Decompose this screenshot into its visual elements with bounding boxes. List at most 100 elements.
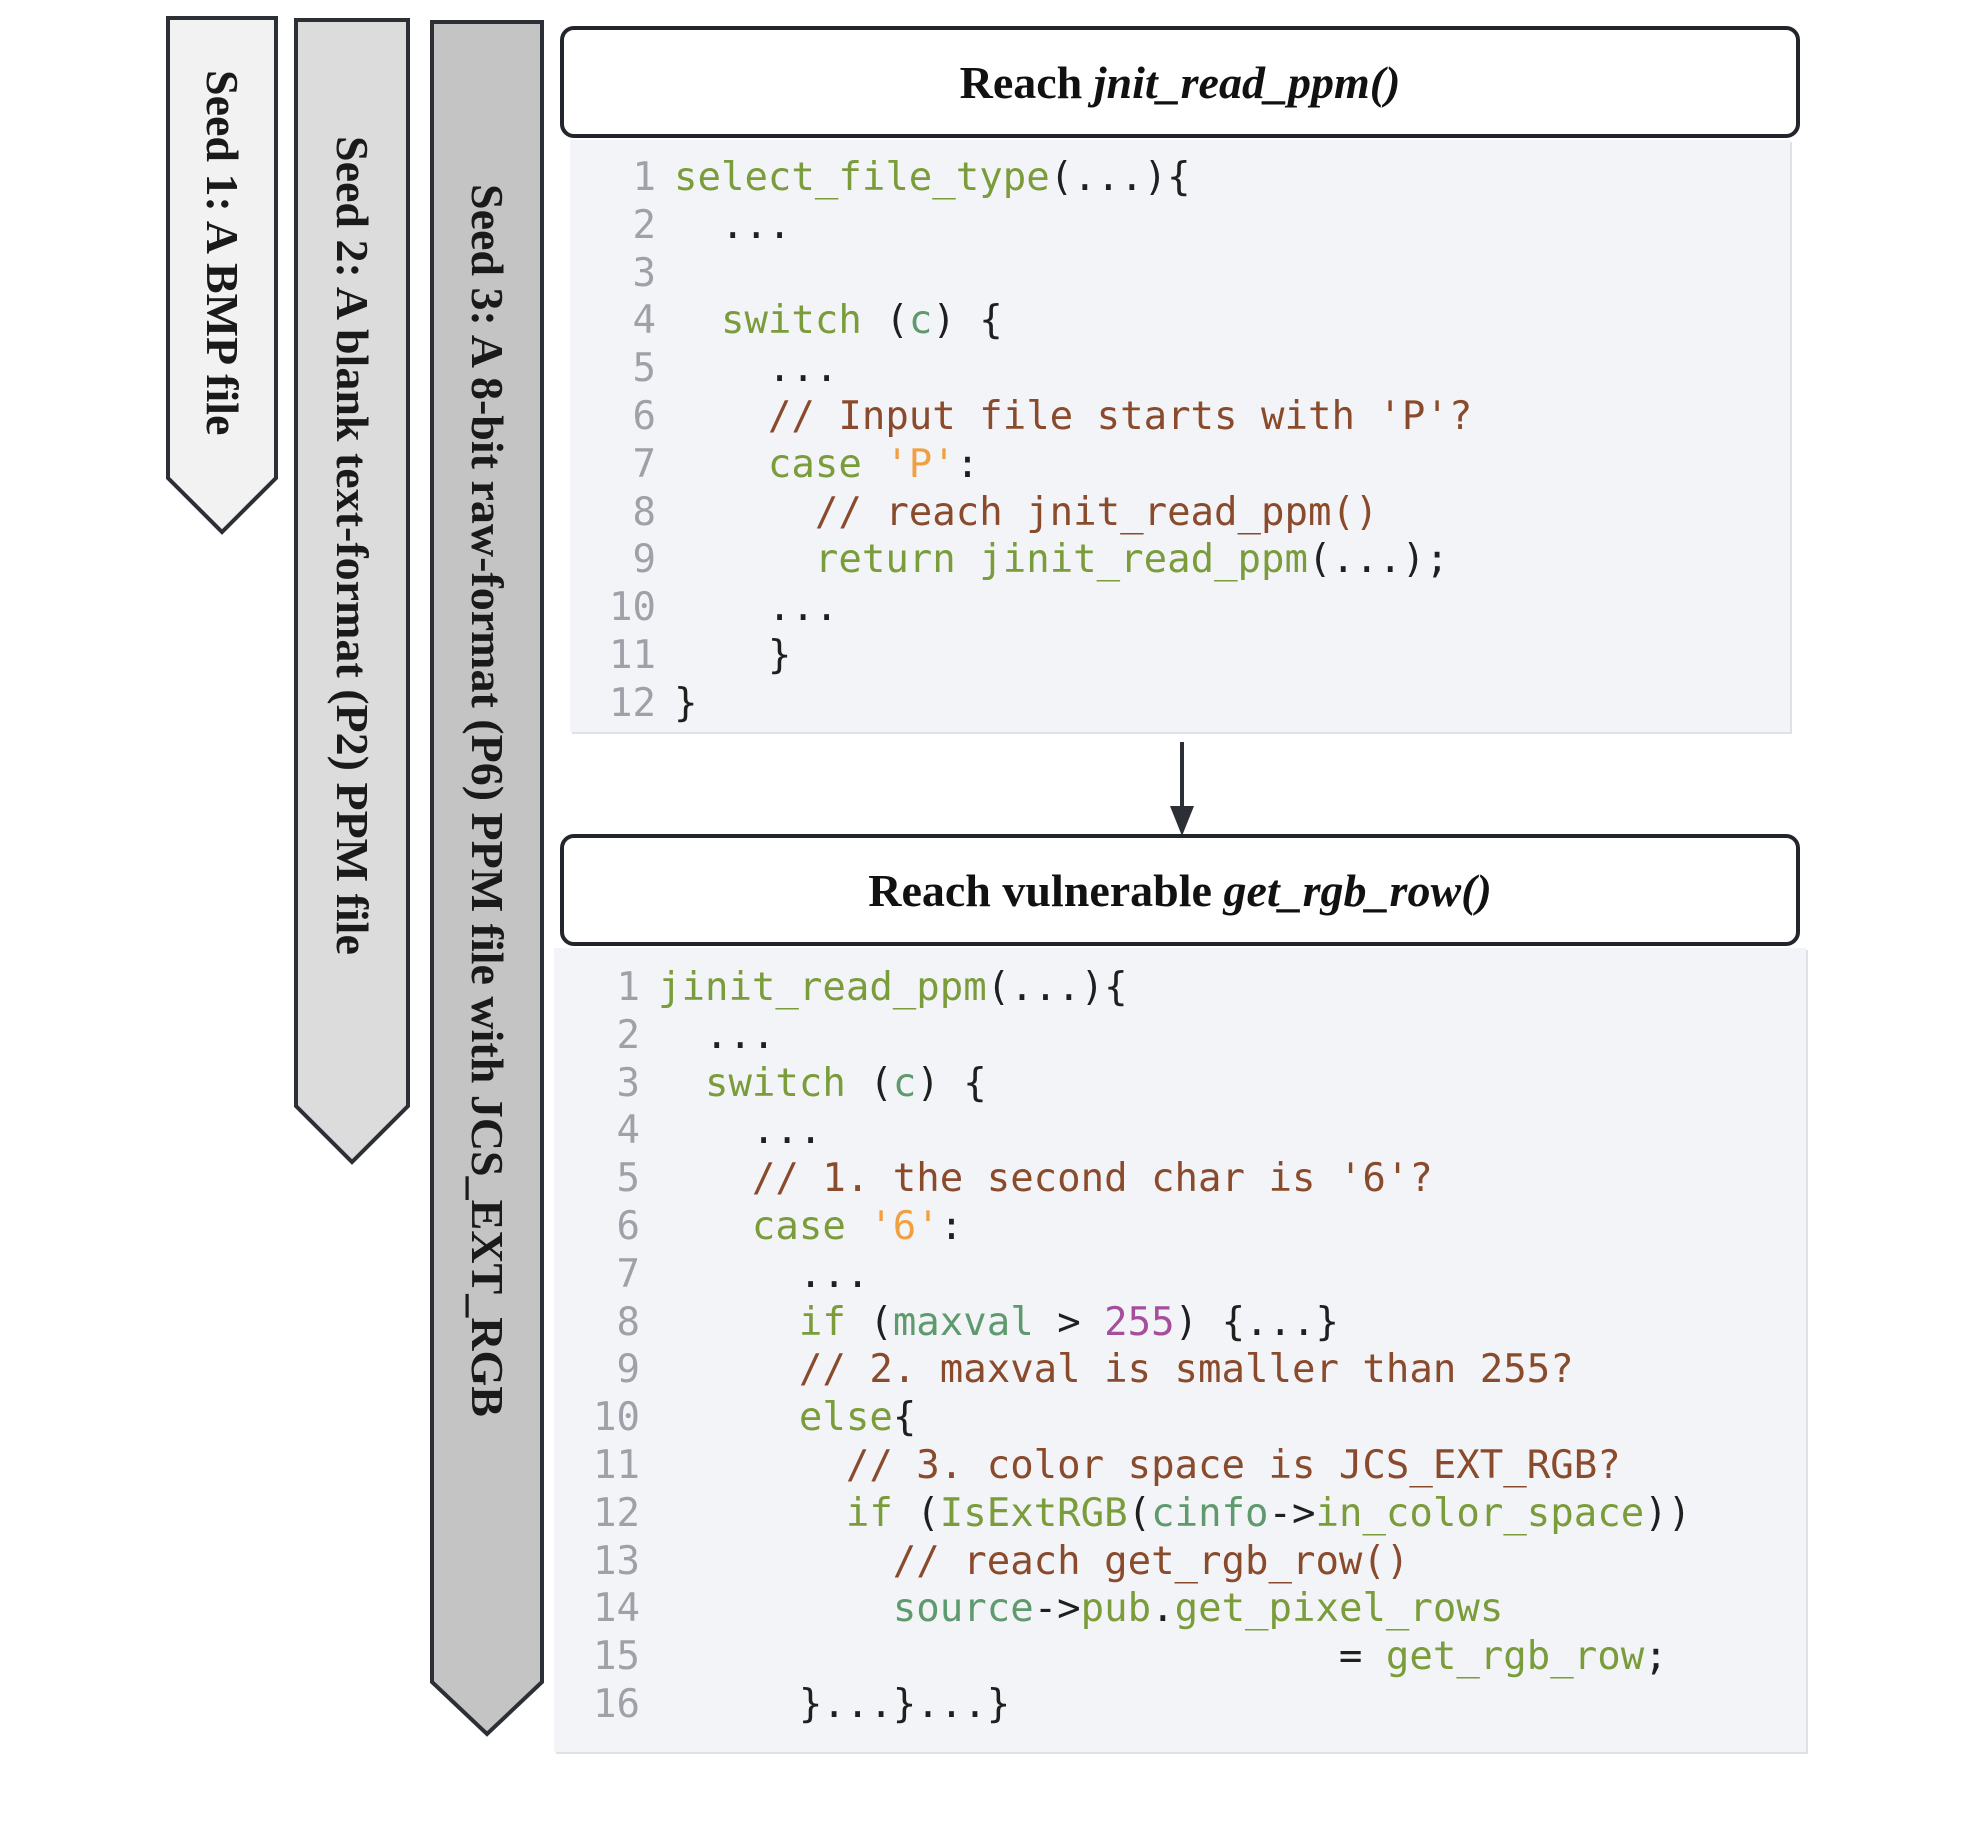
code-line: 9 // 2. maxval is smaller than 255? (554, 1346, 1574, 1394)
line-number: 12 (593, 1490, 640, 1536)
code-token: > (1033, 1299, 1105, 1345)
code-line: 1 jinit_read_ppm(...){ (554, 964, 1128, 1012)
line-number: 1 (616, 965, 640, 1010)
code-token (658, 1586, 893, 1631)
line-number: 13 (593, 1538, 640, 1584)
code-line: 8 // reach jnit_read_ppm() (570, 489, 1379, 537)
code-token: ) { (932, 298, 1003, 344)
code-token: if (845, 1490, 893, 1536)
line-number: 3 (632, 250, 656, 296)
line-number: 14 (593, 1586, 640, 1632)
seed-2-shape (294, 18, 410, 1165)
code-line: 3 (570, 250, 674, 298)
code-text: case '6': (658, 1204, 963, 1249)
code-token: case (751, 1204, 846, 1249)
code-token: : (955, 441, 980, 487)
line-number: 8 (632, 489, 656, 535)
line-number: 4 (616, 1108, 640, 1154)
seed-2-polygon (294, 18, 410, 1165)
code-token: c (892, 1060, 917, 1106)
code-token: ) {...} (1174, 1299, 1339, 1345)
code-text: // Input file starts with 'P'? (674, 394, 1472, 439)
code-token: -> (1033, 1586, 1081, 1632)
code-line: 5 ... (570, 345, 839, 393)
code-line: 15 = get_rgb_row; (554, 1633, 1668, 1681)
code-token: in_color_space (1315, 1490, 1645, 1536)
code-line: 2 ... (554, 1012, 776, 1060)
code-text: ... (674, 585, 838, 630)
code-line: 10 else{ (554, 1394, 916, 1442)
code-token: // 3. color space is JCS_EXT_RGB? (658, 1443, 1621, 1488)
panel-1-title-function: jnit_read_ppm() (1093, 56, 1401, 108)
code-token: } (674, 680, 698, 726)
code-token: // 2. maxval is smaller than 255? (658, 1347, 1574, 1393)
code-token: c (908, 298, 933, 344)
code-token: // reach jnit_read_ppm() (674, 489, 1379, 535)
code-line: 16 }...}...} (554, 1681, 1010, 1729)
code-token: ( (1127, 1490, 1152, 1536)
seed-3-polygon (430, 20, 544, 1737)
code-text: ... (658, 1108, 822, 1153)
code-token (658, 1204, 752, 1249)
panel-2-header: Reach vulnerable get_rgb_row() (560, 834, 1800, 946)
line-number: 2 (616, 1012, 640, 1058)
line-number: 7 (632, 441, 656, 487)
code-token: ... (674, 585, 839, 631)
code-text: return jinit_read_ppm(...); (674, 537, 1449, 582)
code-token: ( (845, 1060, 893, 1106)
code-token: (...){ (986, 965, 1128, 1010)
code-token (862, 442, 885, 487)
flow-arrow (1170, 742, 1194, 836)
line-number: 5 (632, 346, 656, 392)
line-number: 2 (632, 202, 656, 248)
code-text: // 3. color space is JCS_EXT_RGB? (658, 1443, 1621, 1488)
line-number: 3 (616, 1060, 640, 1106)
seed-2-label: Seed 2: A blank text-format (P2) PPM fil… (327, 136, 378, 955)
line-number: 11 (609, 633, 656, 678)
line-number: 7 (616, 1251, 640, 1297)
code-text: = get_rgb_row; (658, 1634, 1668, 1679)
line-number: 10 (609, 585, 656, 631)
code-text: switch (c) { (674, 298, 1003, 343)
code-token: get_pixel_rows (1174, 1586, 1504, 1632)
code-text: // 2. maxval is smaller than 255? (658, 1347, 1574, 1392)
code-token: ... (658, 1108, 823, 1154)
code-token: jinit_read_ppm (658, 965, 987, 1010)
code-token: switch (704, 1060, 846, 1106)
panel-1-header: Reach jnit_read_ppm() (560, 26, 1800, 138)
code-token (956, 537, 979, 582)
code-token: pub (1080, 1586, 1152, 1632)
code-token: = (658, 1634, 1386, 1680)
seed-1-arrow: Seed 1: A BMP file (166, 16, 278, 535)
code-line: 12 if (IsExtRGB(cinfo->in_color_space)) (554, 1490, 1691, 1538)
code-text: source->pub.get_pixel_rows (658, 1586, 1504, 1632)
code-token: (...){ (1049, 155, 1191, 200)
code-token: return (814, 537, 956, 583)
code-token: . (1151, 1586, 1175, 1632)
code-text: else{ (658, 1395, 916, 1440)
code-token: )) (1644, 1490, 1692, 1536)
code-line: 6 // Input file starts with 'P'? (570, 393, 1473, 441)
line-number: 6 (632, 394, 656, 439)
code-token: jinit_read_ppm (979, 537, 1308, 583)
code-token: case (767, 441, 862, 487)
seed-1-label: Seed 1: A BMP file (197, 70, 248, 436)
code-text: case 'P': (674, 442, 979, 487)
code-token: ) { (916, 1060, 987, 1106)
code-token: } (674, 633, 792, 678)
code-text: // reach get_rgb_row() (658, 1539, 1410, 1584)
code-token: else (798, 1395, 893, 1441)
code-token: if (798, 1299, 846, 1345)
code-token: ( (892, 1490, 940, 1536)
code-text: if (maxval > 255) {...} (658, 1300, 1339, 1345)
code-text: } (674, 633, 792, 678)
code-line: 10 ... (570, 584, 838, 632)
code-token: -> (1268, 1490, 1316, 1536)
code-token: maxval (892, 1299, 1034, 1345)
code-token: ( (845, 1299, 893, 1345)
code-token: cinfo (1151, 1490, 1269, 1536)
code-text: ... (674, 203, 791, 248)
code-line: 4 switch (c) { (570, 297, 1003, 345)
code-token: source (892, 1586, 1034, 1632)
